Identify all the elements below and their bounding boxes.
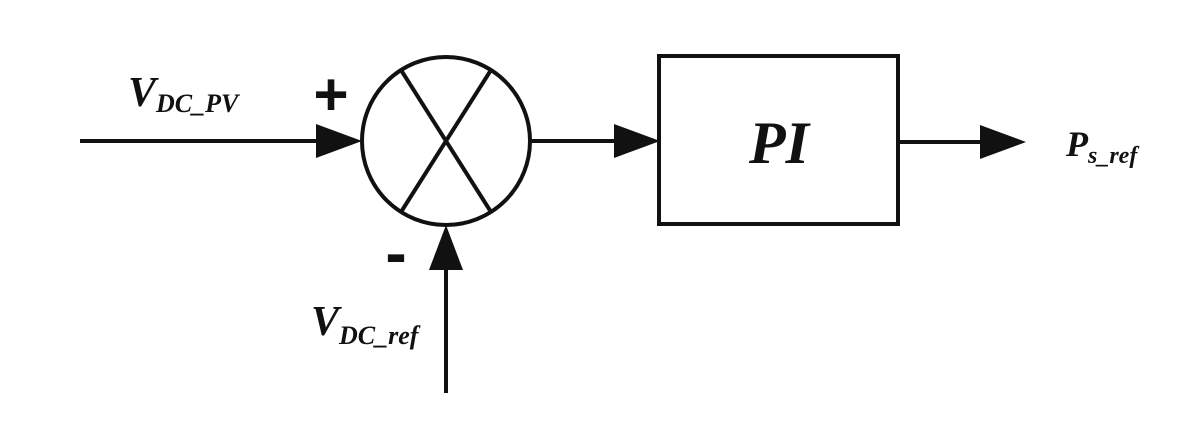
summing-junction: [360, 55, 532, 227]
plus-sign: +: [313, 61, 348, 128]
output-label: Ps_ref: [1065, 124, 1139, 169]
pi-controller-block: PI: [657, 54, 900, 226]
error-signal-line: [530, 124, 660, 158]
input-ref-label: VDC_ref: [311, 299, 421, 350]
input-ref-signal-line: [429, 225, 463, 393]
input-pv-signal-line: [80, 124, 362, 158]
minus-sign: -: [385, 217, 406, 289]
input-pv-label: VDC_PV: [128, 70, 241, 118]
output-signal-line: [898, 125, 1026, 159]
pi-label: PI: [748, 110, 812, 176]
